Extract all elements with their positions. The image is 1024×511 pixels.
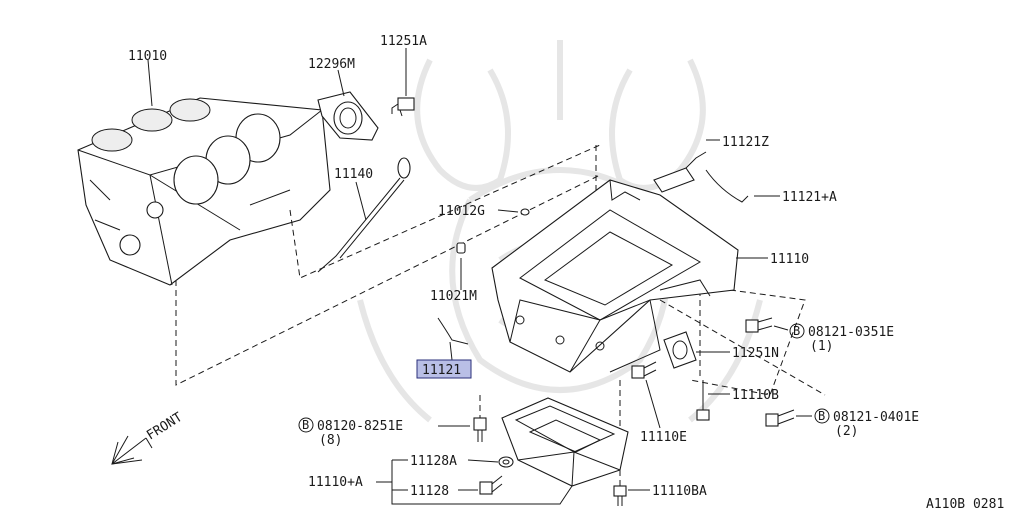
label-11110a: 11110+A bbox=[308, 475, 363, 490]
dowel-pin-11021m[interactable] bbox=[456, 242, 466, 254]
bolt-08120-8251e[interactable] bbox=[473, 417, 487, 442]
label-11121: 11121 bbox=[422, 363, 461, 378]
o-ring-11012g[interactable] bbox=[520, 208, 530, 216]
label-11121a: 11121+A bbox=[782, 190, 837, 205]
oil-seal-retainer[interactable] bbox=[317, 91, 379, 141]
label-11251a: 11251A bbox=[380, 34, 427, 49]
sealant-tube-11121z[interactable] bbox=[653, 151, 707, 193]
diagram-code: A110B 0281 bbox=[926, 497, 1004, 511]
front-direction-arrow bbox=[111, 435, 153, 465]
label-11121z: 11121Z bbox=[722, 135, 769, 150]
gasket-11251n[interactable] bbox=[663, 331, 697, 369]
label-11110b: 11110B bbox=[732, 388, 779, 403]
upper-oil-pan[interactable] bbox=[491, 179, 739, 373]
cylinder-block[interactable] bbox=[77, 97, 331, 286]
washer-11128a[interactable] bbox=[498, 456, 514, 468]
label-11140: 11140 bbox=[334, 167, 373, 182]
label-12296m: 12296M bbox=[308, 57, 355, 72]
bolt-11110ba[interactable] bbox=[613, 485, 627, 506]
label-08121-0401e: 08121-0401E bbox=[833, 410, 919, 425]
label-11110ba: 11110BA bbox=[652, 484, 707, 499]
label-11251n: 11251N bbox=[732, 346, 779, 361]
label-08120-8251e: 08120-8251E bbox=[317, 419, 403, 434]
oil-level-gauge[interactable] bbox=[317, 157, 411, 273]
label-11010: 11010 bbox=[128, 49, 167, 64]
drain-plug-11128[interactable] bbox=[479, 475, 503, 495]
lower-oil-pan[interactable] bbox=[501, 397, 629, 487]
bolt-11110b[interactable] bbox=[696, 380, 710, 421]
gasket-11121a[interactable] bbox=[705, 169, 749, 203]
bolt-marker-3: B bbox=[302, 418, 309, 432]
label-11128: 11128 bbox=[410, 484, 449, 499]
bolt-11110e[interactable] bbox=[631, 361, 657, 379]
gasket-11121[interactable] bbox=[437, 317, 469, 345]
front-label: FRONT bbox=[144, 410, 185, 444]
bolt-08121-0351e[interactable] bbox=[745, 317, 773, 333]
bolt-08121-0401e[interactable] bbox=[765, 409, 795, 427]
bolt-11251a[interactable] bbox=[391, 97, 415, 117]
label-08121-0401e-qty: (2) bbox=[835, 424, 858, 439]
label-08121-0351e-qty: (1) bbox=[810, 339, 833, 354]
bolt-marker-2: B bbox=[818, 409, 825, 423]
label-08121-0351e: 08121-0351E bbox=[808, 325, 894, 340]
highlight-11121[interactable] bbox=[416, 359, 472, 379]
bolt-marker-1: B bbox=[793, 324, 800, 338]
label-11110e: 11110E bbox=[640, 430, 687, 445]
label-11128a: 11128A bbox=[410, 454, 457, 469]
label-08120-8251e-qty: (8) bbox=[319, 433, 342, 448]
label-11110: 11110 bbox=[770, 252, 809, 267]
label-11021m: 11021M bbox=[430, 289, 477, 304]
label-11012g: 11012G bbox=[438, 204, 485, 219]
